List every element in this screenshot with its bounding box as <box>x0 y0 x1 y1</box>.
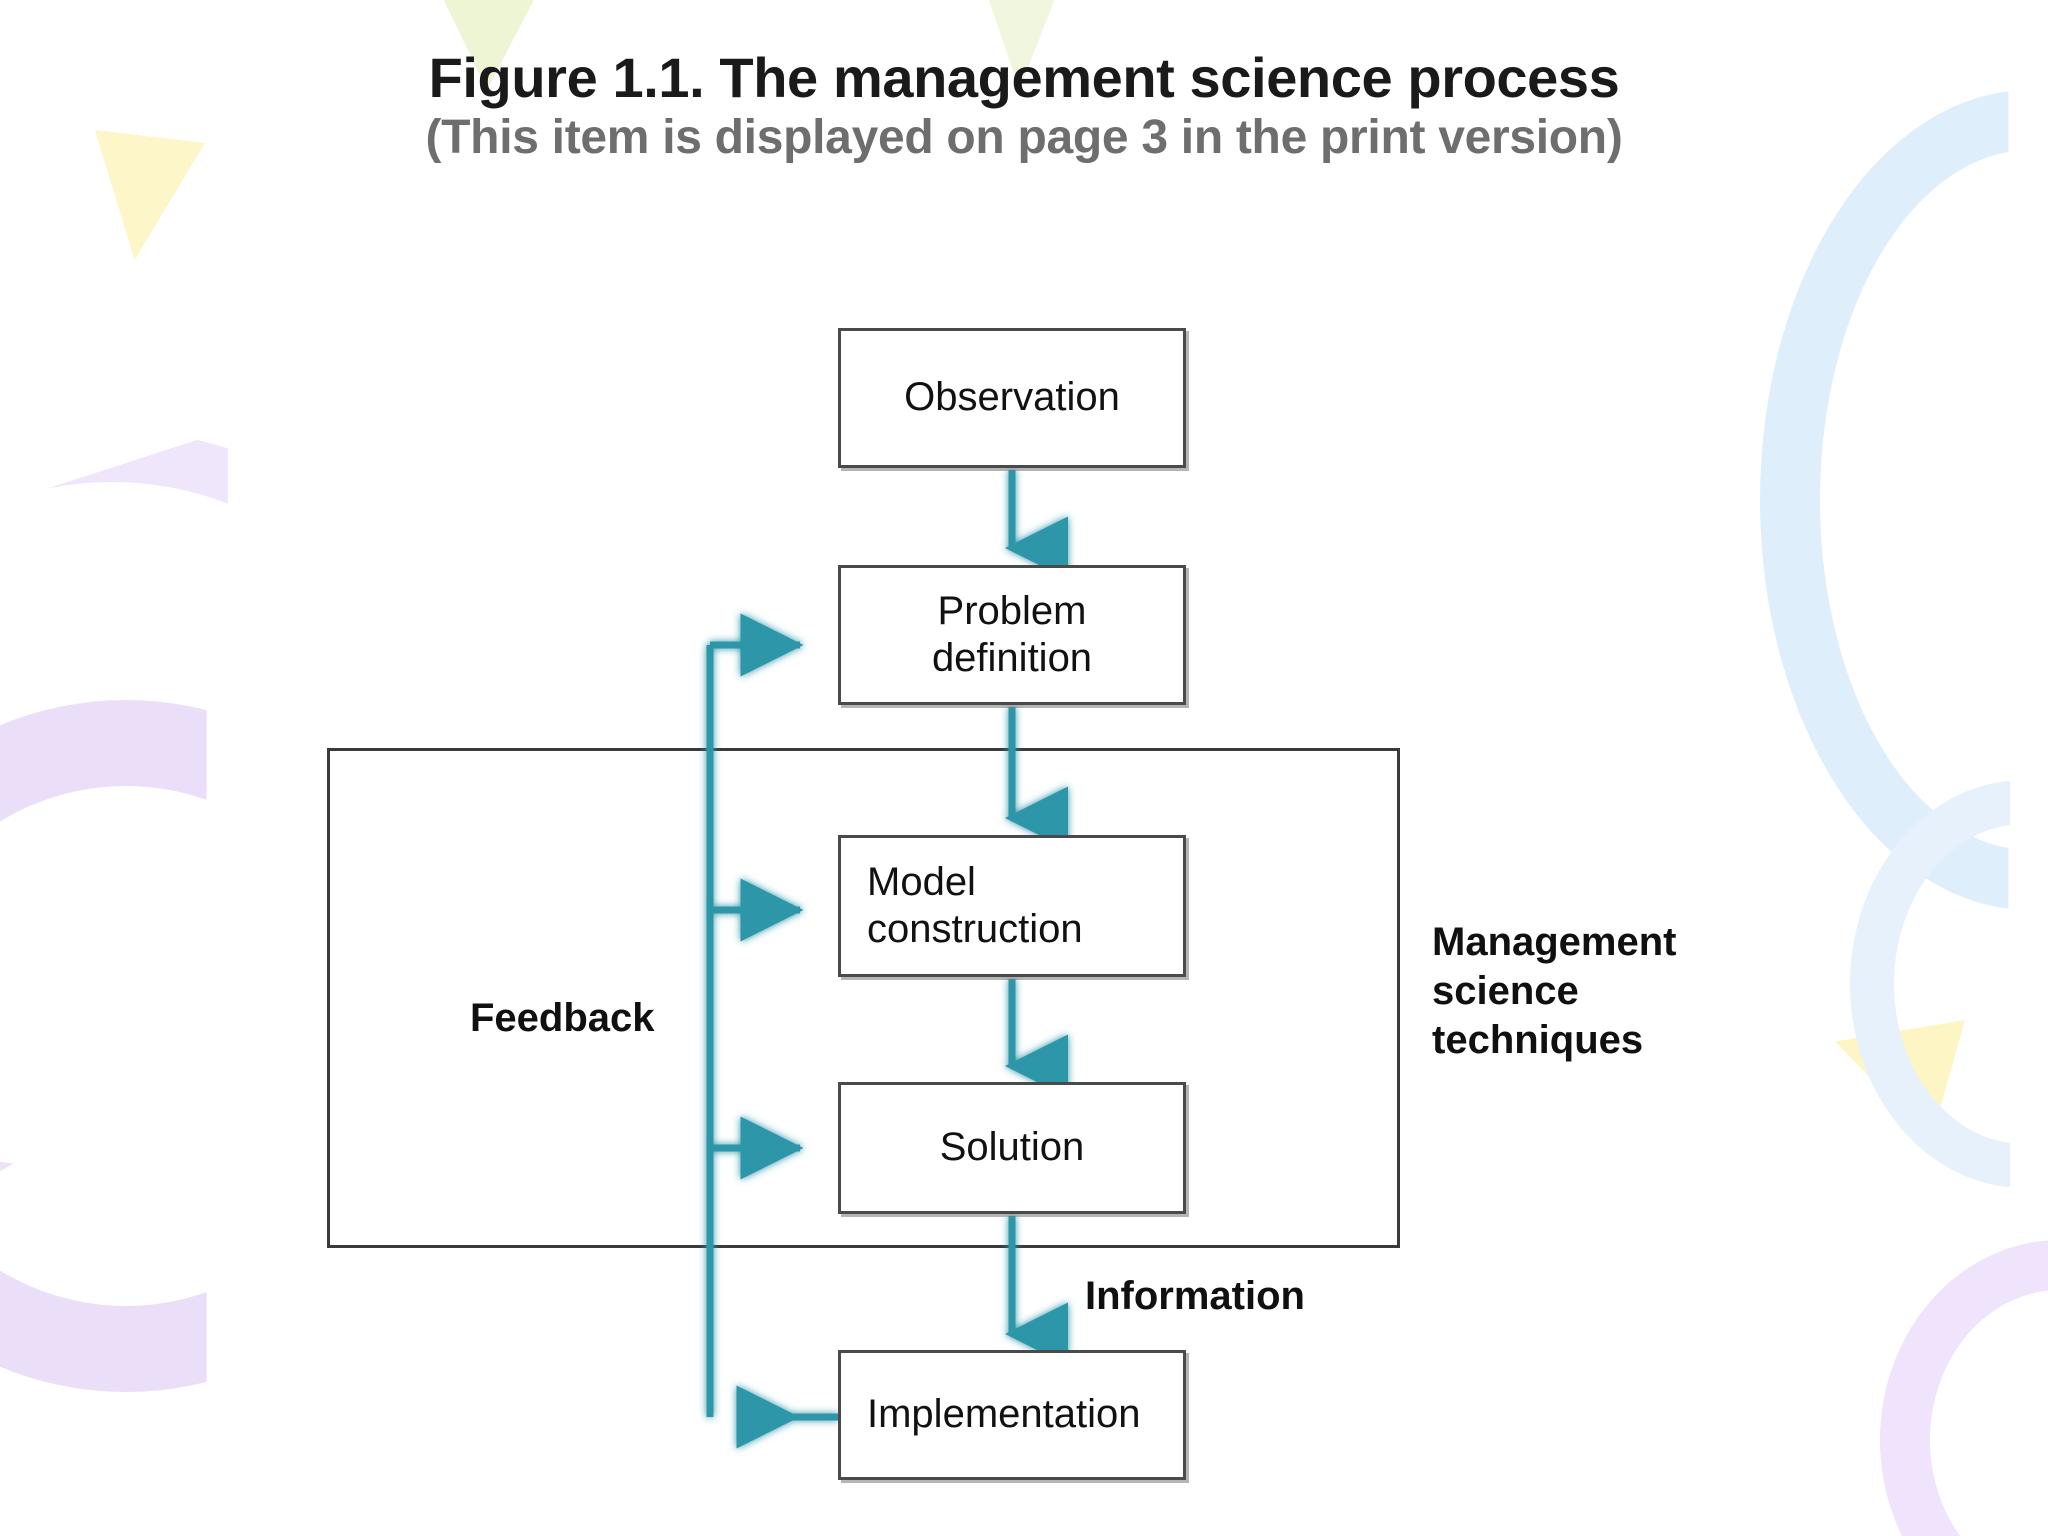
node-solution-label: Solution <box>939 1125 1085 1170</box>
node-model-construction-line2: construction <box>867 907 1083 951</box>
node-model-construction-line1: Model <box>867 859 976 904</box>
node-problem-definition-line2: definition <box>931 636 1093 680</box>
management-science-techniques-group-box <box>327 748 1400 1248</box>
node-observation-label: Observation <box>904 375 1120 420</box>
node-observation[interactable]: Observation <box>838 328 1186 468</box>
node-solution[interactable]: Solution <box>838 1082 1186 1214</box>
ms-techniques-line3: techniques <box>1432 1017 1644 1062</box>
figure-subtitle: (This item is displayed on page 3 in the… <box>425 111 1623 165</box>
node-model-construction-label: Model construction <box>867 859 1083 953</box>
management-science-techniques-label: Management science techniques <box>1432 918 1762 1064</box>
node-problem-definition-label: Problem definition <box>932 588 1092 682</box>
node-model-construction[interactable]: Model construction <box>838 835 1186 977</box>
figure-title: Figure 1.1. The management science proce… <box>428 46 1620 109</box>
figure-title-block: Figure 1.1. The management science proce… <box>0 46 2048 165</box>
feedback-label: Feedback <box>470 996 655 1040</box>
node-problem-definition[interactable]: Problem definition <box>838 565 1186 705</box>
ms-techniques-line2: science <box>1432 968 1579 1013</box>
ms-techniques-line1: Management <box>1432 920 1677 964</box>
information-label: Information <box>1085 1274 1305 1318</box>
node-implementation[interactable]: Implementation <box>838 1350 1186 1480</box>
node-implementation-label: Implementation <box>867 1392 1141 1437</box>
node-problem-definition-line1: Problem <box>937 588 1087 633</box>
